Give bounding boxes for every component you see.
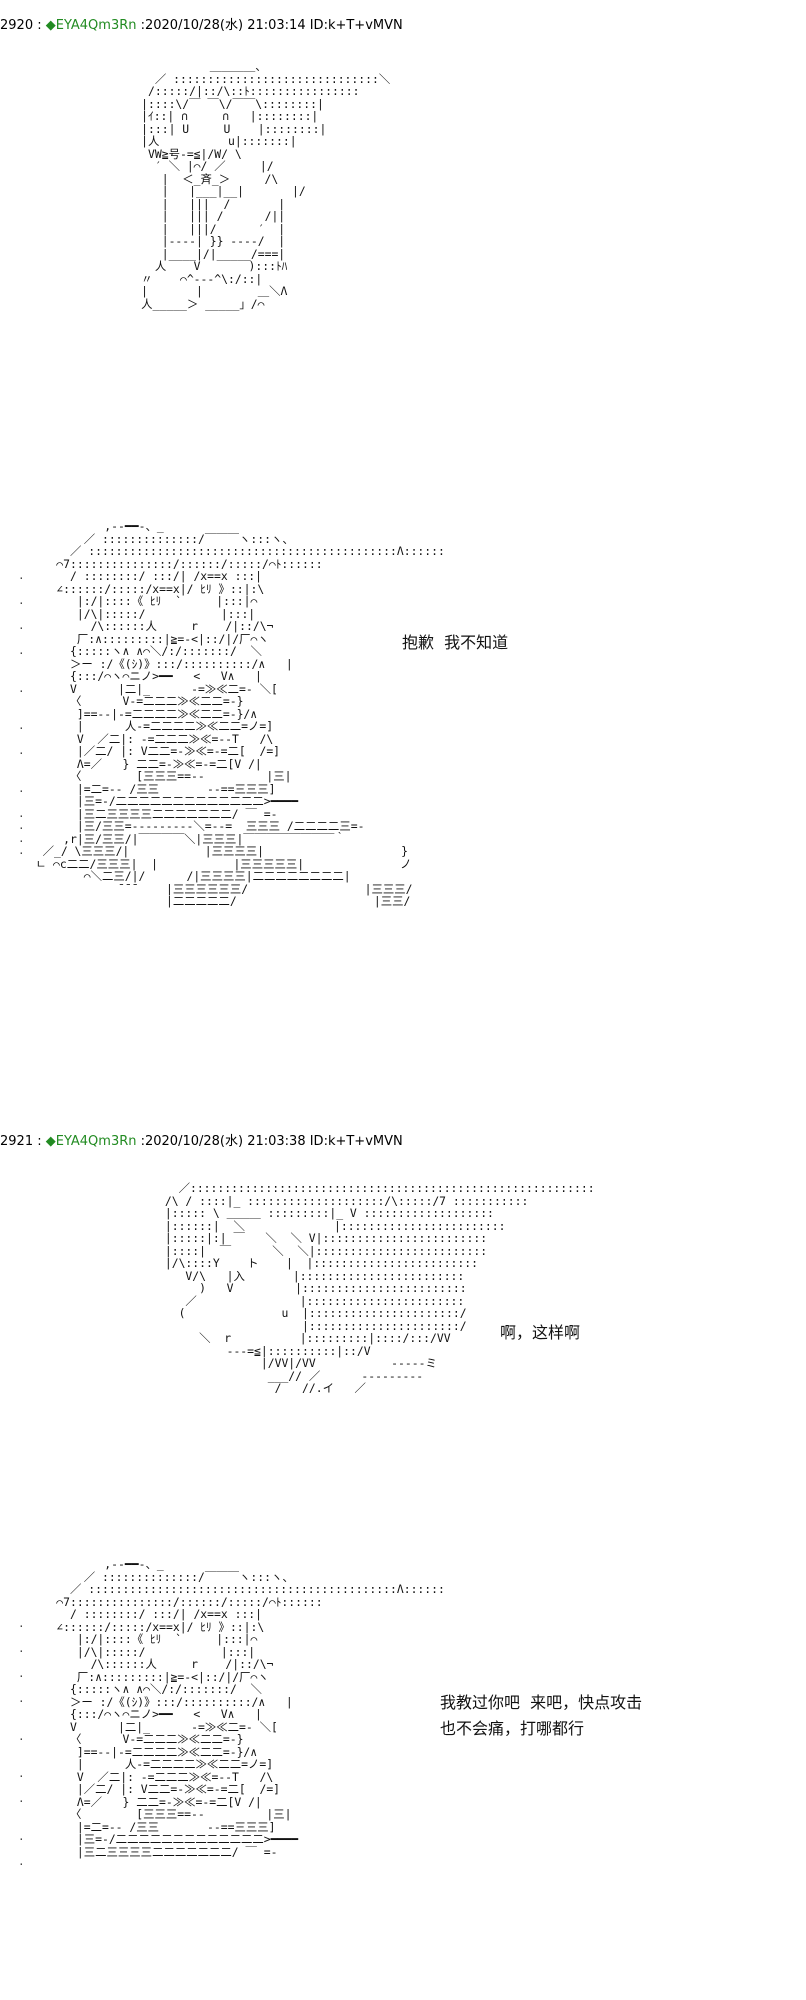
poster-trip[interactable]: ◆EYA4Qm3Rn — [45, 1134, 137, 1149]
ascii-art-panel-1: ＿＿＿＿、 ／ ::::::::::::::::::::::::::::::＼ … — [141, 59, 391, 311]
dialogue-text: 我教过你吧 来吧，快点攻击 也不会痛，打哪都行 — [440, 1693, 643, 1738]
ascii-art-panel-2: ,-‐━━‐、_ ／ ::::::::::::::/￣￣￣ヽ:::ヽ、 ／ ::… — [35, 519, 445, 908]
post-meta: :2020/10/28(水) 21:03:14 ID:k+T+vMVN — [136, 18, 403, 33]
dialogue-text: 啊，这样啊 — [500, 1323, 581, 1342]
ascii-art-panel-3: ／:::::::::::::::::::::::::::::::::::::::… — [164, 1181, 595, 1395]
post-meta: :2020/10/28(水) 21:03:38 ID:k+T+vMVN — [136, 1134, 403, 1149]
margin-dots: . . . . . . . . . . . . — [18, 569, 25, 857]
post-header-2921: 2921 : ◆EYA4Qm3Rn :2020/10/28(水) 21:03:3… — [0, 1130, 403, 1149]
dialogue-text: 抱歉 我不知道 — [402, 633, 509, 652]
post-number: 2921 : — [0, 1134, 46, 1149]
margin-dots: . . . . . . . . . — [18, 1617, 25, 1868]
post-header-2920: 2920 : ◆EYA4Qm3Rn :2020/10/28(水) 21:03:1… — [0, 14, 403, 33]
ascii-art-panel-4: ,-‐━━‐、_ ／ ::::::::::::::/￣￣￣ヽ:::ヽ、 ／ ::… — [56, 1557, 445, 1859]
post-number: 2920 : — [0, 18, 46, 33]
poster-trip[interactable]: ◆EYA4Qm3Rn — [45, 18, 137, 33]
